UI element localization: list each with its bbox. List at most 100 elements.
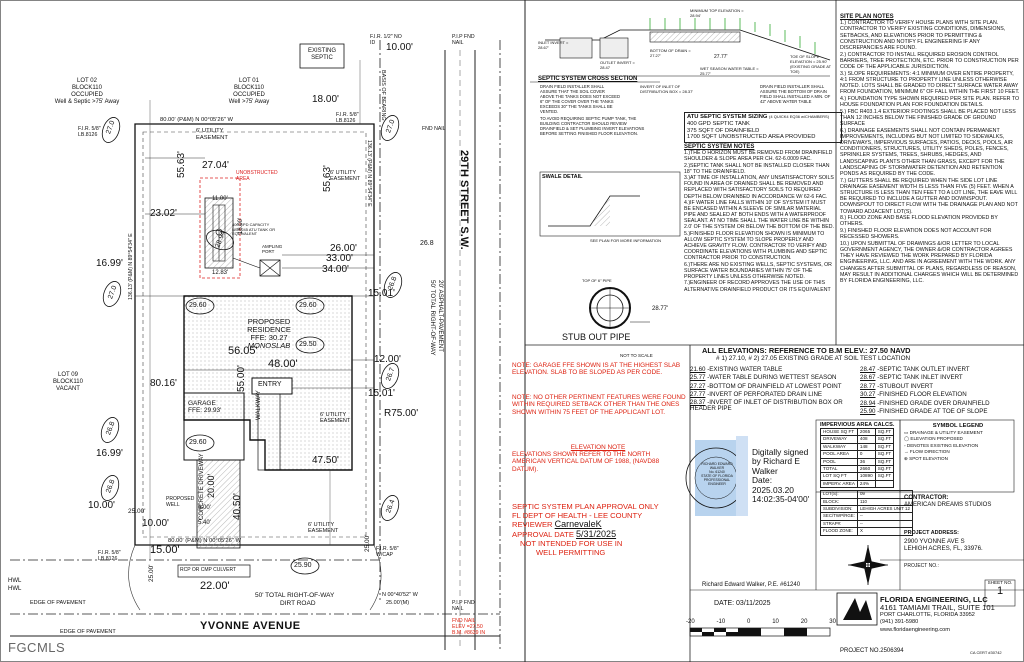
septic-note-6: 6.)THERE ARE NO EXISTING WELLS, SEPTIC S… <box>684 261 832 280</box>
culvert <box>177 564 251 578</box>
elev-left-value-5: 28.37 <box>690 398 706 406</box>
imp-unit <box>874 479 895 489</box>
avenue-row-label: 50' TOTAL RIGHT-OF-WAY <box>255 592 335 599</box>
site-note-2: 2.) CONTRACTOR TO INSTALL REQUIRED EROSI… <box>840 51 1019 71</box>
dim-15-01-a: 15.01' <box>368 288 395 299</box>
site-note-8: 8.) FLOOD ZONE AND BASE FLOOD ELEVATION … <box>840 215 998 228</box>
elev-right-desc-5: -FINISHED GRADE OVER DRAINFIELD <box>877 399 990 407</box>
project-address-block: PROJECT ADDRESS: 2900 YVONNE AVE S LEHIG… <box>904 530 1020 553</box>
imp-unit: SQ.FT <box>874 472 895 481</box>
swale-detail-note: SEE PLAN FOR MORE INFORMATION <box>590 238 662 243</box>
stub-out-title: STUB OUT PIPE <box>562 332 631 342</box>
scale-tick-3: 0 <box>747 619 751 625</box>
scale-bar <box>689 627 831 637</box>
spot-elev-25-90: 25.90 <box>294 562 312 569</box>
dim-40-50: 40.50' <box>232 493 243 520</box>
dim-27-04: 27.04' <box>202 160 229 171</box>
elev-right-desc-2: -SEPTIC TANK INLET INVERT <box>877 374 963 382</box>
existing-septic-line1: EXISTING <box>307 48 336 54</box>
seal-number: No. 61240 <box>709 470 725 474</box>
firm-name: FLORIDA ENGINEERING, LLC <box>880 595 988 604</box>
site-note-7: 7.) GUTTERS SHALL BE REQUIRED WHEN THE S… <box>840 177 1018 215</box>
dim-12-83: 12.83' <box>212 270 229 276</box>
digital-sig-line6: 14:02:35-04'00' <box>752 494 810 505</box>
lot09-title: LOT 09 <box>58 372 78 378</box>
dim-16-99-a: 16.99' <box>96 258 123 269</box>
pip-label-top: P.I.P FND NAIL <box>452 34 475 46</box>
edge-pavement-label-2: EDGE OF PAVEMENT <box>30 600 86 606</box>
dim-56-05: 56.05' <box>228 345 258 357</box>
sheet-date: DATE: 03/11/2025 <box>714 600 771 607</box>
elev-right-value-3: 28.77 <box>860 382 876 390</box>
scale-tick-2: -10 <box>716 619 726 625</box>
symbol-spot-elev: SPOT ELEVATION <box>909 455 948 461</box>
stub-elev-label: 28.77' <box>652 306 669 312</box>
lot-info-label: BLOCK: <box>820 497 858 507</box>
inlet-invert-label: INLET INVERT = 28.67' <box>538 40 569 50</box>
existing-septic-label: EXISTING SEPTIC <box>300 48 344 62</box>
digital-sig-line5: 2025.03.20 <box>752 484 794 495</box>
lot01-label: LOT 01 BLOCK110 OCCUPIED Well >75' Away <box>214 78 284 106</box>
proposed-elev-icon: ◯ <box>904 436 911 442</box>
imp-unit: SQ.FT <box>874 450 895 459</box>
scale-tick-4: 10 <box>772 619 779 625</box>
spot-elev-icon: ⊕ <box>904 455 910 461</box>
atu-row-1: 400 GPD SEPTIC TANK <box>687 120 750 127</box>
dim-12: 12.00' <box>374 354 401 365</box>
fir-label-3: F.I.R. 5/8" LB.8126 <box>98 550 121 562</box>
symbol-easement: DRAINAGE & UTILITY EASEMENT <box>909 429 983 435</box>
lot-info-label: STRAP#: <box>820 519 858 529</box>
existing-septic <box>299 43 345 69</box>
dim-10-top: 10.00' <box>386 42 413 53</box>
lot-info-label: LOT(S): <box>820 490 858 499</box>
approval-line-1: SEPTIC SYSTEM PLAN APPROVAL ONLY <box>512 502 659 511</box>
residence-line1: PROPOSED <box>247 317 291 326</box>
hwl-label: HWL <box>8 578 22 584</box>
elevations-list-left: 21.60 -EXISTING WATER TABLE 25.77 -WATER… <box>690 366 860 412</box>
approval-not-line-1: NOT INTENDED FOR USE IN <box>520 538 623 548</box>
lot02-title: LOT 02 <box>77 78 97 84</box>
scale-tick-1: -20 <box>686 619 695 625</box>
min-top-elev-label: MINIMUM TOP ELEVATION = 28.94' <box>690 8 744 18</box>
walkway-label: WALKWAY <box>256 390 262 420</box>
septic-note-7: 7.)ENGINEER OF RECORD APPROVES THE USE O… <box>684 280 831 293</box>
avenue-road-type: DIRT ROAD <box>280 600 316 607</box>
site-note-9: 9.) FINISHED FLOOR ELEVATION DOES NOT AC… <box>840 228 992 241</box>
firm-website: www.floridaengineering.com <box>880 627 950 634</box>
septic-note-1: 1.)THE O HORIZON MUST BE REMOVED FROM DR… <box>684 150 833 163</box>
symbol-proposed-elev: ELEVATION PROPOSED <box>910 436 963 442</box>
spot-elev-29-60-c: 29.60 <box>189 439 207 446</box>
basis-of-bearing: BASIS OF BEARING <box>380 70 386 121</box>
cross-section-note-2: DRAIN FIELD INSTALLER SHALL ASSURE THE B… <box>760 84 831 104</box>
bearing-top: 80.00' (P&M) N 00°05'26" W <box>160 117 233 123</box>
bearing-bottom-right: N 00°40'52" W <box>382 592 418 598</box>
elev-left-desc-3: -BOTTOM OF DRAINFIELD AT LOWEST POINT <box>707 382 842 390</box>
digital-sig-line2: by Richard E <box>752 456 800 467</box>
existing-septic-line2: SEPTIC <box>311 55 333 61</box>
bearing-right: 136.13' (P&M) N 89°54'34" E <box>366 140 372 207</box>
imp-unit: SQ.FT <box>874 457 895 467</box>
digital-sig-line3: Walker <box>752 465 778 476</box>
elev-right-value-1: 28.47 <box>860 366 876 373</box>
lot02-status: OCCUPIED <box>71 92 103 98</box>
tank-capacity-label: 400 GPD CAPACITY NSF-245 ATU TANK OR EQU… <box>232 222 276 237</box>
lot09-label: LOT 09 BLOCK110 VACANT <box>38 372 98 393</box>
imp-value: 408 <box>856 435 876 444</box>
atu-sizing-box: ATU SEPTIC SYSTEM SIZING (4 QUICK4 EQ36 … <box>684 112 842 144</box>
dim-15: 15.00' <box>150 544 180 556</box>
elev-left-value-4: 27.77 <box>690 391 706 399</box>
lot09-status: VACANT <box>56 386 80 392</box>
spot-elev-29-60-b: 29.60 <box>299 302 317 309</box>
edge-pavement-label: EDGE OF PAVEMENT <box>60 629 116 635</box>
residence-label: PROPOSED RESIDENCE FFE: 30.27 MONOSLAB <box>224 318 314 350</box>
contractor-name: AMERICAN DREAMS STUDIOS <box>904 502 992 509</box>
seal-state: STATE OF FLORIDA <box>701 474 733 478</box>
elev-left-desc-1: -EXISTING WATER TABLE <box>707 366 783 373</box>
swale-detail-title: SWALE DETAIL <box>542 174 583 180</box>
reviewer-name: CarnevaleK <box>554 519 602 530</box>
unobstructed-area-label: UNOBSTRUCTED AREA <box>236 170 278 182</box>
seal-text: RICHARD EDWARD WALKER No. 61240 STATE OF… <box>698 462 736 486</box>
